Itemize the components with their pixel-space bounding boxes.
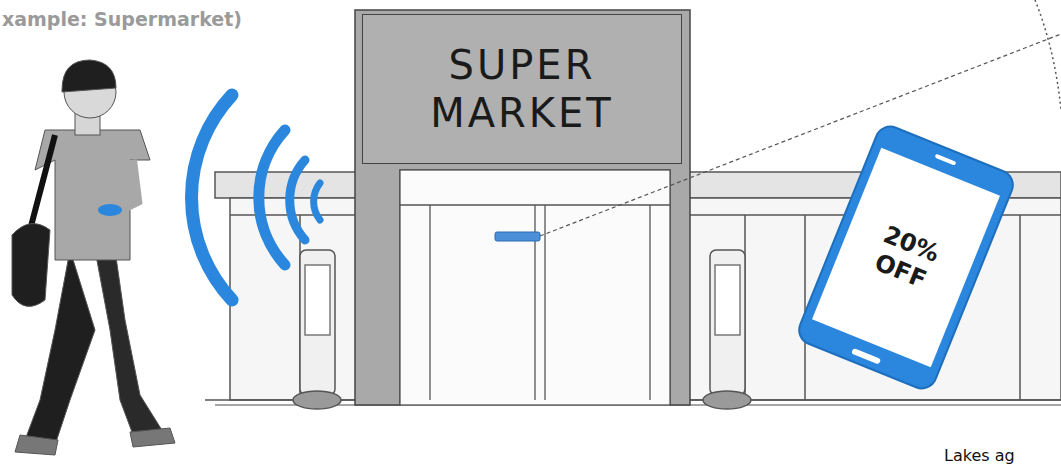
beacon-device <box>495 232 540 241</box>
example-caption: xample: Supermarket) <box>2 8 242 30</box>
cut-off-note: Lakes ag <box>944 446 1015 465</box>
discount-text: 20% OFF <box>844 210 968 305</box>
glass-doors <box>400 170 670 405</box>
sign-frame <box>355 10 690 405</box>
phone-button <box>851 348 881 365</box>
walking-person <box>12 60 175 455</box>
phone-speaker <box>935 154 957 166</box>
signal-waves <box>192 95 320 300</box>
callout-outline <box>1035 0 1061 110</box>
sign-lettering: SUPER MARKET <box>412 41 632 137</box>
store-sign: SUPER MARKET <box>362 14 682 164</box>
